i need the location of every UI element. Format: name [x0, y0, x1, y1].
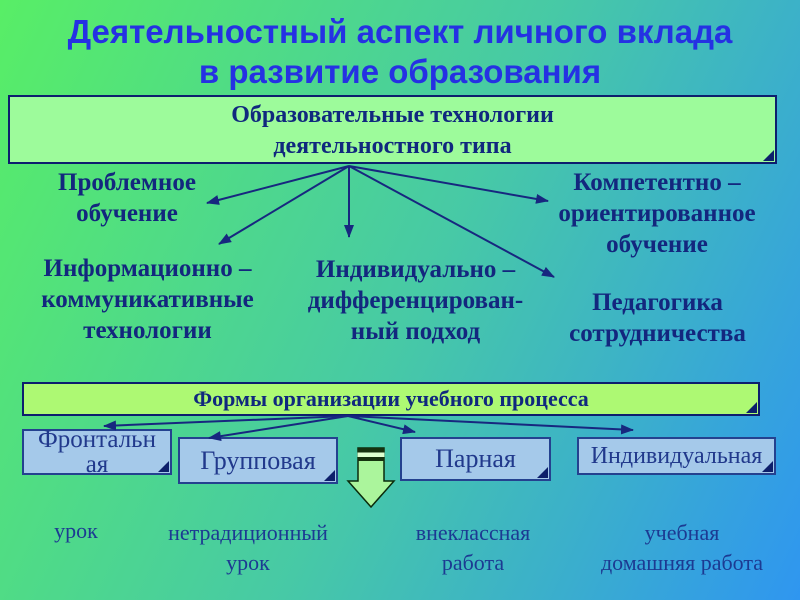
form-box-label: Парная — [435, 444, 516, 473]
forms-bar-label: Формы организации учебного процесса — [193, 386, 589, 411]
label-individual-diff-approach: Индивидуально – дифференцирован- ный под… — [288, 254, 543, 347]
arrow-to-competence-oriented — [348, 165, 549, 204]
label-line: обучение — [606, 231, 708, 258]
form-box-label: Групповая — [200, 445, 316, 475]
arrow-to-group-box — [208, 415, 349, 442]
tech-box-line1: Образовательные технологии — [231, 102, 554, 128]
slide-title-line1: Деятельностный аспект личного вклада — [67, 13, 733, 50]
label-competence-oriented: Компетентно – ориентированное обучение — [533, 167, 781, 260]
form-box-individual: Индивидуальная — [577, 437, 776, 475]
note-homework: учебная домашняя работа — [566, 518, 798, 578]
label-line: Информационно – — [43, 255, 252, 282]
tech-box: Образовательные технологии деятельностно… — [8, 95, 777, 164]
form-box-label: Индивидуальная — [590, 442, 763, 469]
label-pedagogy-cooperation: Педагогика сотрудничества — [545, 287, 770, 349]
form-box-frontal: Фронтальная — [22, 426, 172, 478]
label-problem-learning: Проблемное обучение — [37, 167, 217, 229]
folded-corner-icon — [746, 402, 757, 413]
label-line: Компетентно – — [573, 169, 741, 196]
note-line: внеклассная — [415, 520, 531, 545]
label-line: Педагогика — [592, 289, 723, 316]
arrow-to-individual-box — [347, 415, 634, 435]
arrow-to-frontal-box — [103, 415, 349, 431]
form-box-label: Фронтальная — [38, 426, 156, 478]
label-line: ный подход — [350, 318, 481, 345]
note-nontraditional-lesson: нетрадиционный урок — [138, 518, 358, 578]
label-line: обучение — [76, 200, 178, 227]
arrow-to-info-comm-tech — [218, 165, 350, 245]
note-line: нетрадиционный — [168, 520, 328, 545]
label-line: технологии — [83, 317, 212, 344]
note-line: работа — [441, 550, 505, 575]
label-line: сотрудничества — [569, 320, 746, 347]
tech-box-line2: деятельностного типа — [273, 133, 512, 159]
folded-corner-icon — [324, 470, 335, 481]
note-extracurricular-work: внеклассная работа — [363, 518, 583, 578]
label-info-comm-tech: Информационно – коммуникативные технолог… — [20, 253, 275, 346]
label-line: коммуникативные — [41, 286, 254, 313]
arrow-to-problem-learning — [206, 165, 350, 205]
form-box-pair: Парная — [400, 437, 551, 481]
label-line: Индивидуально – — [315, 256, 516, 283]
folded-corner-icon — [763, 150, 774, 161]
note-line: учебная — [644, 520, 720, 545]
folded-corner-icon — [762, 461, 773, 472]
note-line: домашняя работа — [600, 550, 764, 575]
folded-corner-icon — [158, 461, 169, 472]
big-down-arrow-shape — [346, 447, 396, 509]
arrow-to-pair-box — [347, 415, 416, 435]
note-line: урок — [226, 550, 270, 575]
note-lesson: урок — [26, 516, 126, 546]
note-line: урок — [54, 518, 98, 543]
forms-bar: Формы организации учебного процесса — [22, 382, 760, 416]
label-line: ориентированное — [558, 200, 756, 227]
slide-title: Деятельностный аспект личного вклада в р… — [0, 12, 800, 92]
form-box-group: Групповая — [178, 437, 338, 484]
label-line: дифференцирован- — [307, 287, 524, 314]
slide-title-line2: в развитие образования — [198, 53, 602, 90]
label-line: Проблемное — [58, 169, 196, 196]
folded-corner-icon — [537, 467, 548, 478]
